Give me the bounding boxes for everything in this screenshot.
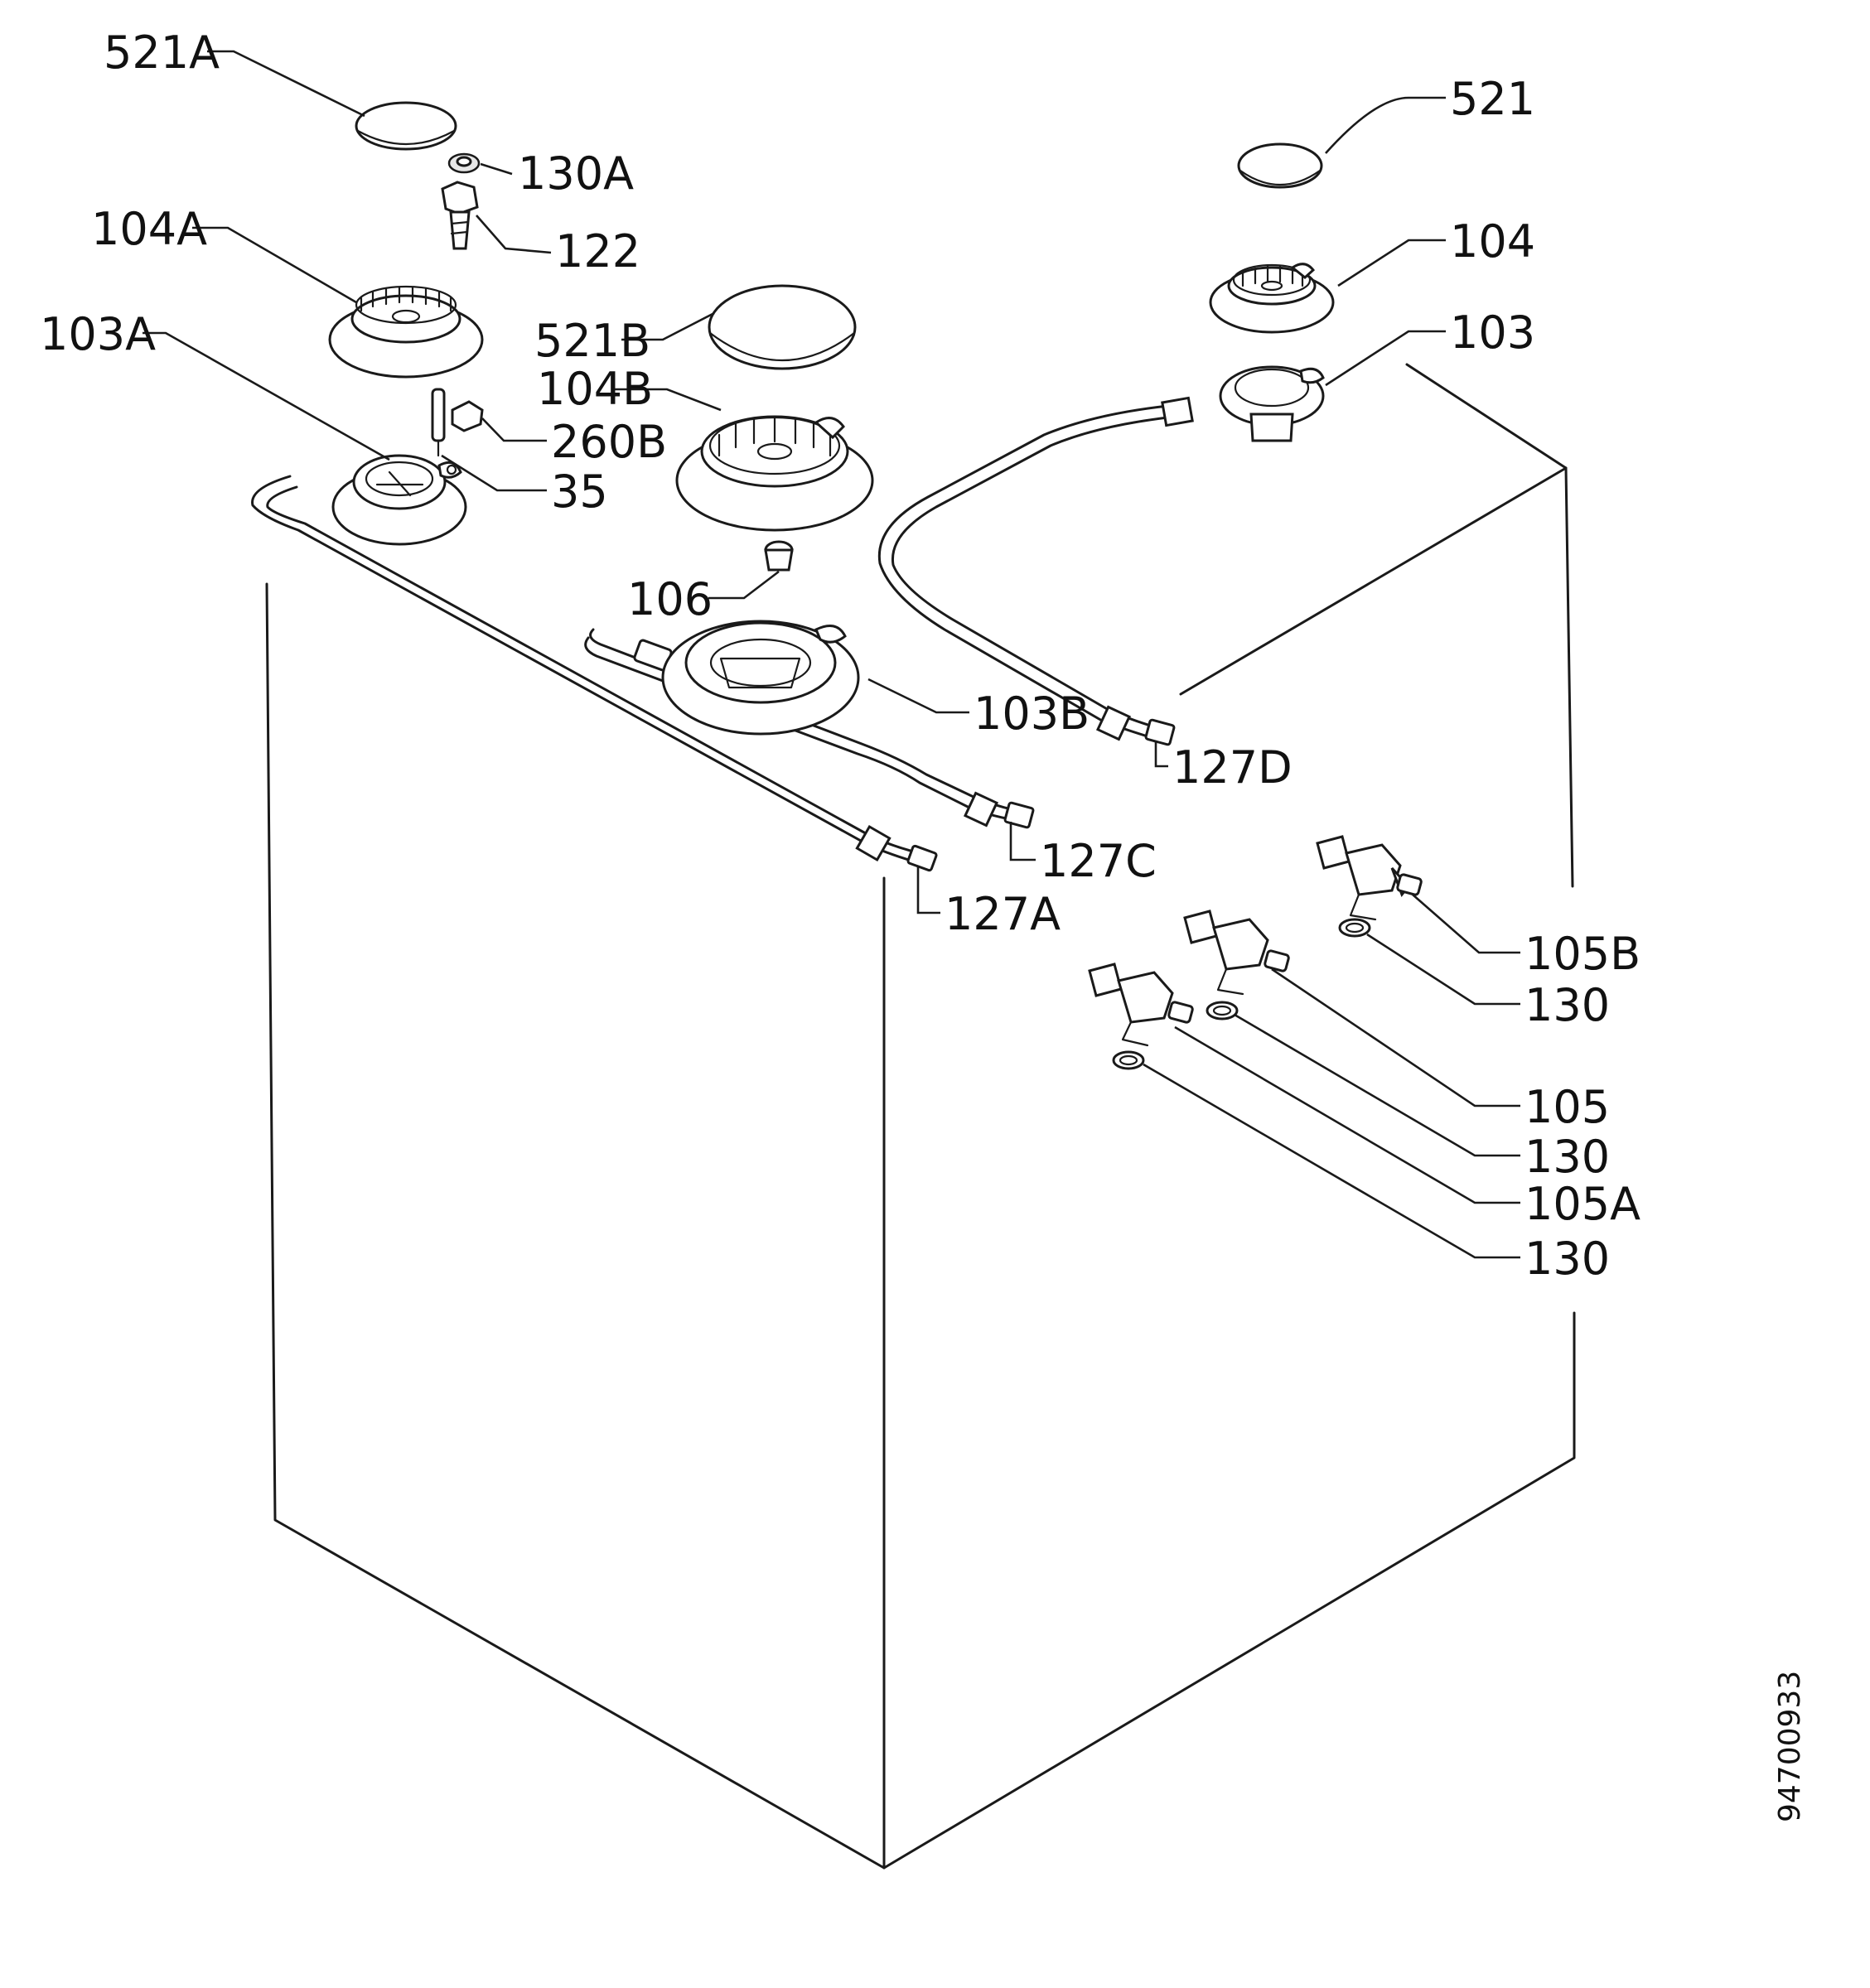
label-104: 104: [1450, 215, 1535, 268]
label-130-2: 130: [1525, 1131, 1610, 1183]
label-104B: 104B: [537, 363, 653, 415]
injector-106: [764, 540, 794, 572]
label-127A: 127A: [945, 888, 1061, 940]
burner-body-103B: [661, 620, 860, 736]
label-521: 521: [1450, 73, 1535, 125]
gas-tap-105: [1183, 910, 1290, 996]
gas-tap-105A: [1088, 963, 1194, 1047]
burner-cap-521B: [708, 284, 857, 370]
burner-body-103A: [331, 454, 467, 546]
burner-cap-521A: [355, 101, 457, 151]
label-105: 105: [1525, 1081, 1610, 1133]
label-103A: 103A: [40, 308, 156, 360]
washer-130-middle: [1206, 1001, 1239, 1021]
label-130-1: 130: [1525, 979, 1610, 1031]
appliance-cabinet: [265, 363, 1576, 1870]
label-521B: 521B: [534, 315, 650, 367]
leader-lines: [143, 50, 1520, 1259]
label-105A: 105A: [1525, 1178, 1640, 1230]
label-35: 35: [551, 466, 608, 518]
burner-head-104A: [328, 285, 484, 379]
burner-body-103: [1219, 365, 1325, 442]
label-106: 106: [627, 573, 713, 625]
burner-head-104: [1209, 263, 1335, 334]
washer-130-top: [1338, 918, 1371, 938]
gas-pipe-127C: [584, 628, 1035, 829]
label-105B: 105B: [1525, 928, 1640, 980]
burner-head-104B: [675, 415, 874, 532]
electrode-35: [431, 388, 446, 457]
washer-130-bottom: [1112, 1050, 1145, 1070]
document-number: 94700933: [1773, 1671, 1807, 1822]
burner-cap-521: [1237, 142, 1323, 189]
label-104A: 104A: [91, 203, 207, 255]
label-130-3: 130: [1525, 1233, 1610, 1285]
label-260B: 260B: [551, 416, 667, 468]
label-103: 103: [1450, 306, 1535, 359]
label-521A: 521A: [104, 27, 220, 79]
label-122: 122: [555, 225, 640, 277]
label-127D: 127D: [1172, 741, 1293, 794]
gas-pipe-127A: [251, 475, 938, 872]
label-103B: 103B: [974, 688, 1090, 740]
injector-122: [441, 181, 479, 250]
label-130A: 130A: [518, 147, 634, 200]
label-127C: 127C: [1040, 835, 1157, 887]
gas-tap-105B: [1316, 835, 1423, 921]
washer-130A: [447, 152, 481, 174]
part-labels: 521A 130A 122 104A 103A 521B 104B 260B 3…: [40, 27, 1640, 1285]
clip-260B: [451, 400, 484, 432]
gas-pipe-127D: [877, 396, 1194, 746]
